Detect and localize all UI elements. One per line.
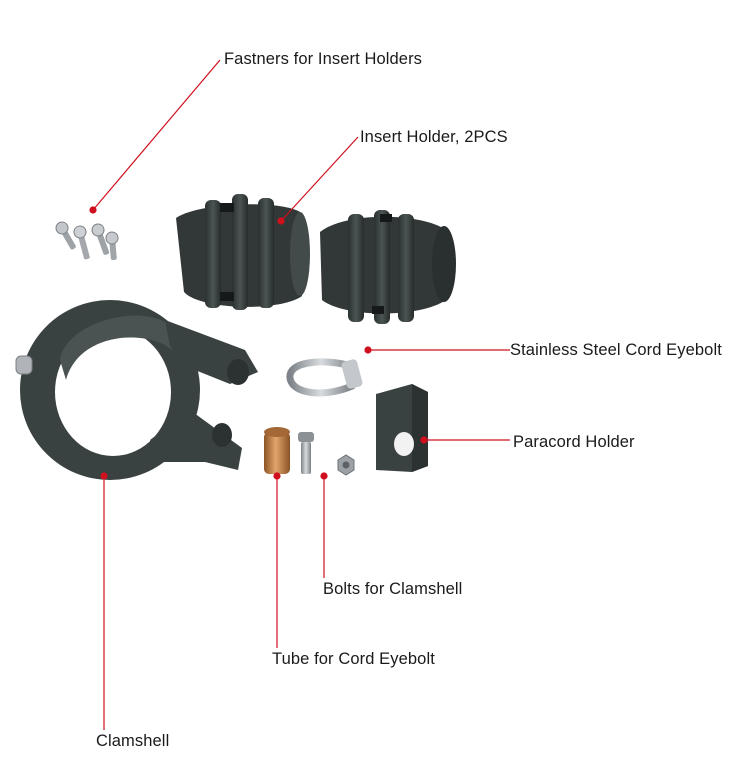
label-bolts: Bolts for Clamshell: [323, 580, 463, 598]
insert-holder-right: [320, 210, 456, 324]
tube-part: [264, 427, 290, 474]
paracord-holder-part: [376, 384, 428, 472]
label-tube: Tube for Cord Eyebolt: [272, 650, 435, 668]
insert-holder-left: [176, 194, 310, 310]
label-insert-holder: Insert Holder, 2PCS: [360, 128, 508, 146]
label-paracord-holder: Paracord Holder: [513, 433, 635, 451]
label-fasteners: Fastners for Insert Holders: [224, 50, 423, 68]
fasteners-screws: [55, 221, 119, 261]
clamshell-part: [15, 300, 258, 480]
label-clamshell: Clamshell: [96, 732, 170, 750]
leader-lines: [89, 59, 510, 730]
bolt-and-nut-part: [298, 432, 355, 476]
label-eyebolt: Stainless Steel Cord Eyebolt: [510, 341, 722, 359]
eyebolt-part: [286, 358, 363, 397]
